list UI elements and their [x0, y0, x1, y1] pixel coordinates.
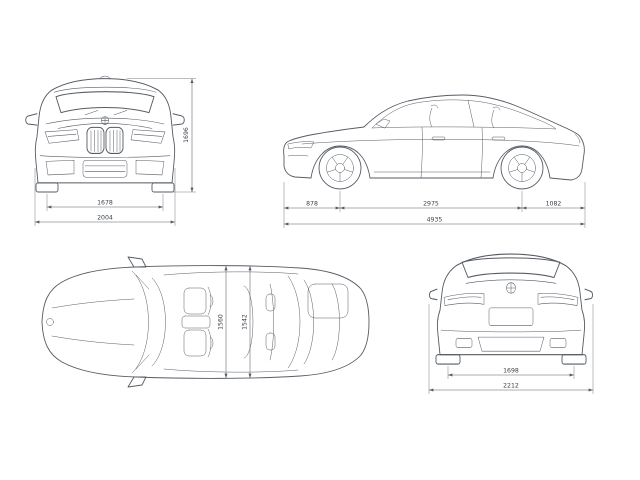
character-line [301, 139, 580, 147]
seat-silhouettes [429, 104, 501, 129]
roof-antenna [99, 75, 111, 79]
rear-door-handle [491, 136, 506, 141]
rear-sunroof-panel [307, 283, 349, 319]
dim-wheelbase-value: 2975 [423, 201, 439, 208]
rear-right-tire [561, 354, 587, 365]
dim-rear-track-value: 1698 [503, 368, 519, 375]
right-exhaust [549, 338, 567, 348]
front-view: 1678 2004 1696 [25, 75, 196, 226]
wipers-top [135, 274, 150, 370]
windshield [55, 91, 155, 114]
right-mirror [172, 113, 185, 126]
rear-glass-top [287, 275, 314, 369]
front-wheel [318, 146, 362, 190]
rear-bench [243, 283, 274, 361]
left-exhaust [455, 338, 473, 348]
dim-total-length-value: 4935 [427, 217, 443, 224]
dim-front-track-value: 1678 [97, 200, 113, 207]
rear-left-mirror [429, 288, 438, 301]
center-air-intake [82, 159, 128, 178]
side-body-outline [283, 94, 585, 181]
dimension-rear-width: 2212 [428, 304, 594, 394]
rear-left-tire [435, 354, 461, 365]
side-glasshouse [371, 99, 557, 130]
dim-front-overhang-value: 878 [306, 201, 318, 208]
top-body-outline [41, 265, 370, 379]
side-headlight [287, 141, 315, 150]
b-pillar [467, 99, 475, 128]
dim-rear-width-value: 2212 [503, 383, 519, 390]
kidney-grille-left [86, 126, 105, 154]
side-mirror [375, 118, 391, 129]
rear-view: 1698 2212 [428, 253, 594, 394]
dimension-top-width-front: 1560 [216, 266, 228, 378]
dimension-front-track: 1678 [46, 194, 164, 211]
left-taillight [443, 293, 485, 306]
rear-headrest-right [265, 332, 276, 351]
rear-wheel [500, 146, 544, 190]
dimension-total-length: 4935 [284, 215, 585, 226]
dim-front-height-value: 1696 [183, 127, 190, 143]
license-plate [488, 307, 534, 326]
dimension-top-width-rear: 1542 [240, 266, 252, 378]
door-seams [420, 126, 483, 179]
top-view: 1560 1542 [41, 256, 370, 388]
dimension-front-overhang: 878 [284, 199, 340, 210]
left-air-intake [45, 159, 75, 176]
dim-rear-overhang-value: 1082 [546, 201, 562, 208]
wipers [84, 110, 128, 116]
right-headlight [130, 129, 166, 144]
right-air-intake [135, 159, 165, 176]
left-mirror [25, 113, 38, 126]
right-taillight [537, 293, 579, 306]
dimension-rear-track: 1698 [447, 366, 575, 379]
front-view-car-art [25, 75, 185, 193]
rear-right-mirror [584, 288, 593, 301]
front-left-tire [35, 182, 59, 193]
taillight-edge [574, 133, 581, 144]
left-headlight [44, 129, 80, 144]
front-door-handle [431, 136, 446, 141]
rear-body-outline [436, 253, 586, 356]
windshield-top [131, 270, 166, 374]
rear-headrest-left [265, 293, 276, 312]
hatch-line [331, 283, 340, 361]
diffuser [477, 336, 545, 352]
bmw-roundel-hood [46, 318, 54, 326]
dimension-rear-overhang: 1082 [522, 199, 585, 210]
dimension-side-extensions [283, 182, 586, 228]
rear-view-car-art [429, 253, 593, 365]
kidney-grille-right [105, 126, 124, 154]
driver-seat [183, 287, 207, 315]
passenger-seat [183, 329, 207, 357]
dim-front-width-value: 2004 [97, 215, 113, 222]
side-view: 878 2975 1082 4935 [283, 94, 586, 228]
dim-top-width-rear-value: 1542 [242, 314, 249, 330]
dimension-wheelbase: 2975 [340, 199, 522, 210]
hood-lines [51, 298, 135, 346]
center-console [181, 315, 211, 329]
front-right-tire [151, 182, 175, 193]
roof-rails [163, 271, 299, 373]
dimension-front-height: 1696 [127, 78, 196, 193]
top-mirrors [127, 256, 147, 388]
front-body-outline [34, 78, 176, 184]
rear-window [461, 257, 561, 278]
dimension-front-width: 2004 [34, 168, 176, 226]
dim-top-width-front-value: 1560 [218, 314, 225, 330]
